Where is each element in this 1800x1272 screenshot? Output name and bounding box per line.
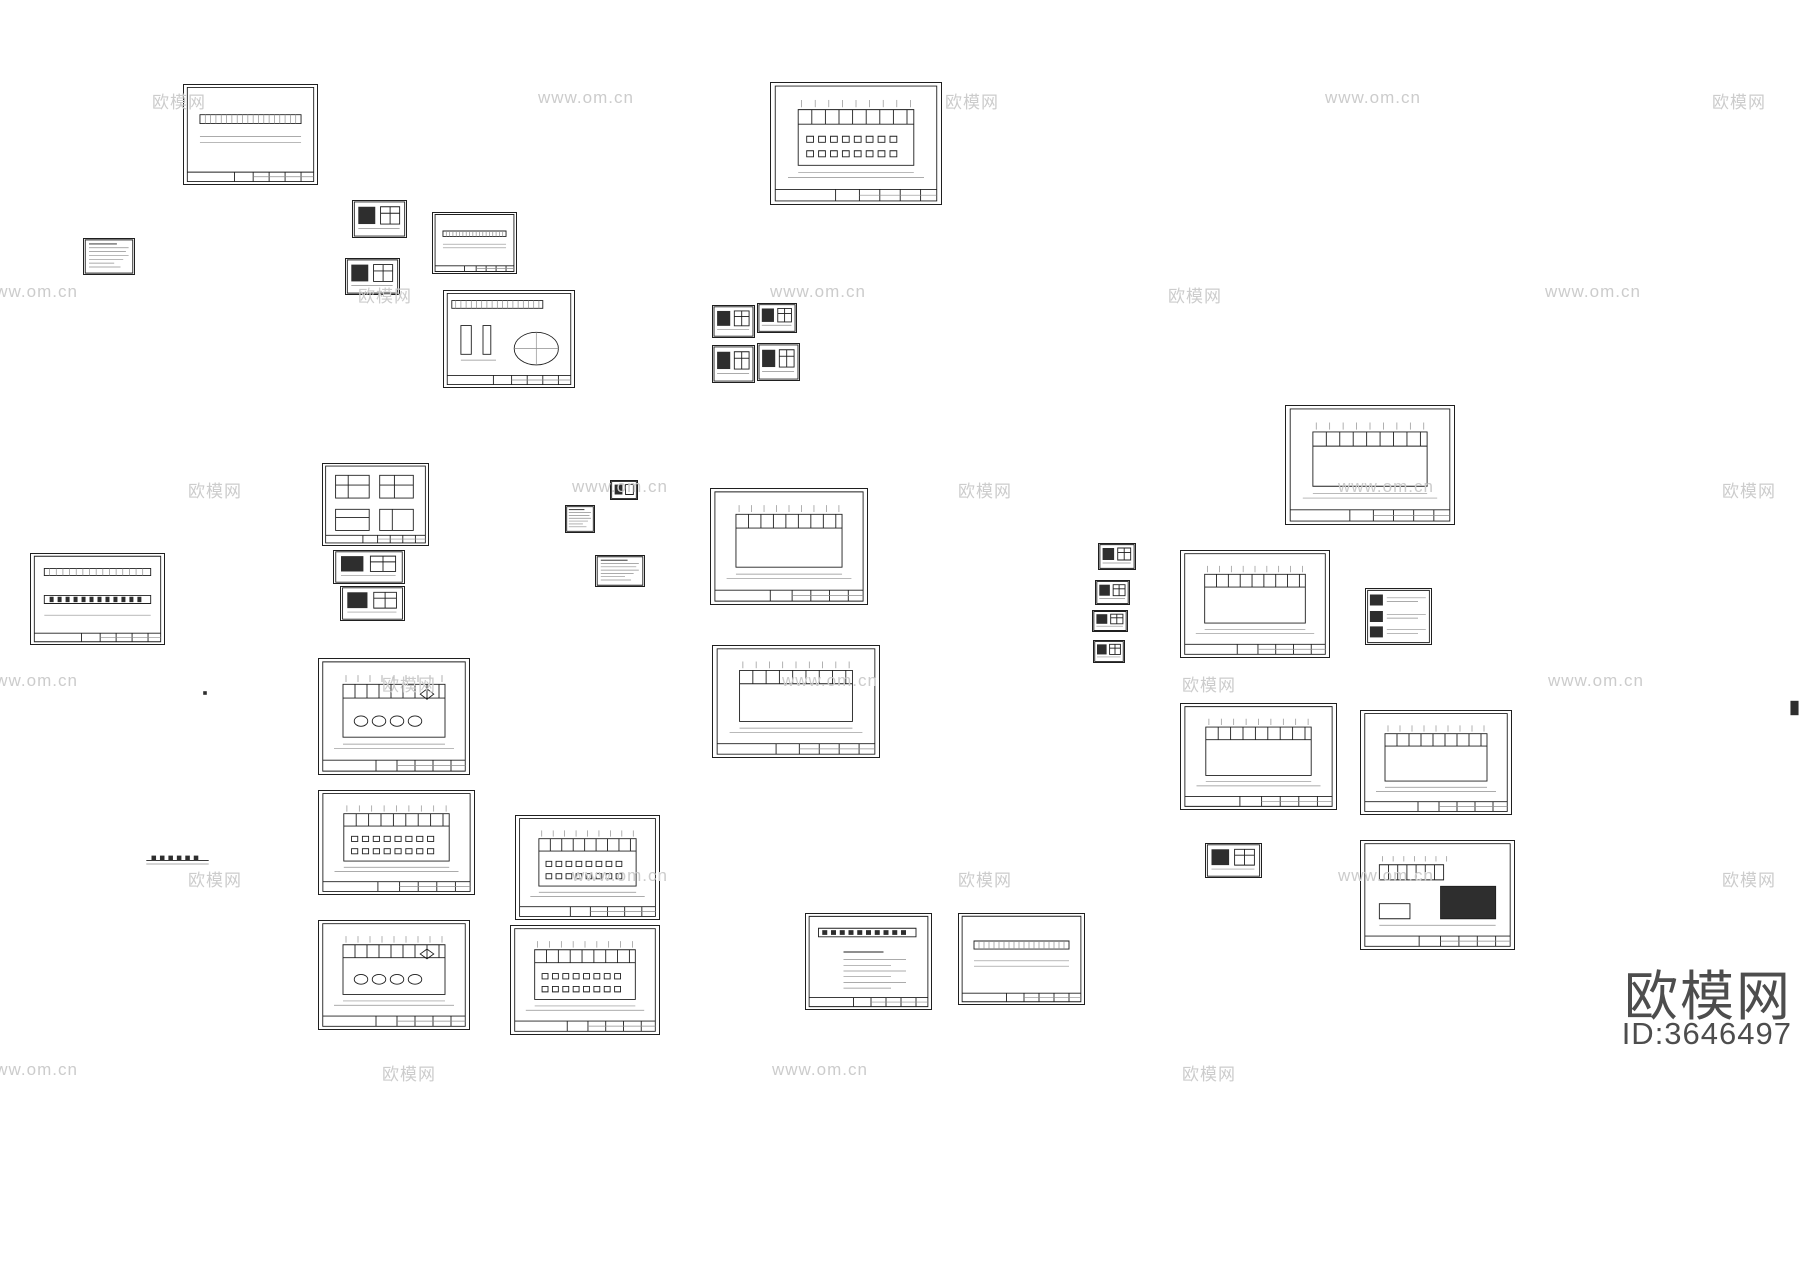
watermark-brand-text: 欧模网	[1722, 482, 1776, 501]
watermark-url-text: www.om.cn	[0, 671, 78, 690]
drawing-sheet-mark1	[1790, 700, 1799, 716]
watermark-brand-text: 欧模网	[945, 93, 999, 112]
drawing-sheet-h3	[712, 345, 755, 383]
drawing-sheet-ad	[1205, 843, 1262, 878]
watermark-brand-text: 欧模网	[1722, 871, 1776, 890]
drawing-sheet-m	[595, 555, 645, 587]
watermark-url-text: www.om.cn	[0, 282, 78, 301]
drawing-sheet-u	[510, 925, 660, 1035]
watermark-brand-text: 欧模网	[188, 482, 242, 501]
drawing-sheet-e	[432, 212, 517, 274]
watermark-url-text: www.om.cn	[0, 1060, 78, 1079]
drawing-sheet-k	[610, 480, 638, 500]
drawing-sheet-s	[318, 920, 470, 1030]
drawing-sheet-w	[958, 913, 1085, 1005]
drawing-sheet-h2	[757, 303, 797, 333]
drawing-sheet-h1	[712, 305, 755, 338]
drawing-sheet-x	[1285, 405, 1455, 525]
watermark-brand-text: 欧模网	[1168, 287, 1222, 306]
watermark-url-text: www.om.cn	[1545, 282, 1641, 301]
drawing-sheet-j1	[333, 550, 405, 584]
drawing-sheet-f	[443, 290, 575, 388]
drawing-sheet-d	[345, 258, 400, 295]
drawing-sheet-p	[712, 645, 880, 758]
watermark-url-text: www.om.cn	[538, 88, 634, 107]
watermark-brand-text: 欧模网	[958, 871, 1012, 890]
watermark-brand-text: 欧模网	[1182, 1065, 1236, 1084]
watermark-brand-text: 欧模网	[1182, 676, 1236, 695]
drawing-sheet-t	[515, 815, 660, 920]
drawing-sheet-z4	[1093, 640, 1125, 663]
watermark-url-text: www.om.cn	[772, 1060, 868, 1079]
drawing-sheet-r	[318, 790, 475, 895]
footer-id-text: ID:3646497	[1621, 1016, 1792, 1051]
drawing-sheet-c	[352, 200, 407, 238]
drawing-sheet-ae	[1360, 840, 1515, 950]
drawing-sheet-z2	[1095, 580, 1130, 605]
watermark-brand-text: 欧模网	[1712, 93, 1766, 112]
drawing-sheet-z1	[1098, 543, 1136, 570]
drawing-sheet-n	[30, 553, 165, 645]
drawing-sheet-o	[710, 488, 868, 605]
watermark-url-text: www.om.cn	[1325, 88, 1421, 107]
drawing-sheet-h4	[757, 343, 800, 381]
drawing-sheet-dot1	[203, 691, 207, 695]
drawing-sheet-af	[145, 850, 210, 870]
drawing-sheet-j2	[340, 586, 405, 621]
drawing-sheet-q	[318, 658, 470, 775]
watermark-brand-text: 欧模网	[382, 1065, 436, 1084]
drawing-sheet-ab	[1180, 703, 1337, 810]
watermark-url-text: www.om.cn	[770, 282, 866, 301]
footer-brand-text: 欧模网	[1624, 967, 1792, 1027]
drawing-sheet-ac	[1360, 710, 1512, 815]
drawing-sheet-a	[183, 84, 318, 185]
drawing-sheet-v	[805, 913, 932, 1010]
drawing-sheet-l	[565, 505, 595, 533]
watermark-brand-text: 欧模网	[958, 482, 1012, 501]
drawing-sheet-y	[1180, 550, 1330, 658]
drawing-sheet-b	[83, 238, 135, 275]
drawing-sheet-g	[770, 82, 942, 205]
watermark-url-text: www.om.cn	[1548, 671, 1644, 690]
drawing-sheet-i	[322, 463, 429, 546]
drawing-sheet-aa	[1365, 588, 1432, 645]
drawing-sheet-z3	[1092, 610, 1128, 632]
